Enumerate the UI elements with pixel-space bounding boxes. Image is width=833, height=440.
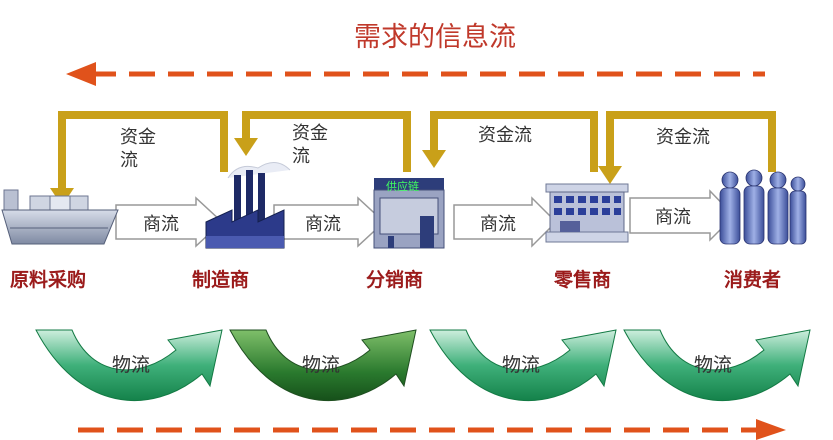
logistics-arrow-3	[429, 329, 617, 402]
commerce-flow-arrows	[115, 189, 736, 248]
logistics-label-2: 物流	[302, 354, 340, 376]
store-icon	[545, 183, 629, 243]
money-flow-label-4: 资金流	[656, 127, 710, 148]
node-label-retailer: 零售商	[553, 268, 611, 291]
logistics-arrow-2	[229, 329, 417, 402]
money-arrow-3	[430, 111, 598, 172]
node-label-manufacturer: 制造商	[192, 268, 249, 291]
commerce-flow-label-2: 商流	[305, 214, 341, 235]
node-labels: 原料采购 制造商 分销商 零售商 消费者	[10, 268, 781, 291]
logistics-arrow-4	[623, 329, 811, 402]
people-icon	[719, 169, 807, 245]
commerce-arrow-2	[273, 196, 386, 248]
commerce-flow-label-3: 商流	[480, 214, 516, 235]
money-flow-label-1b: 流	[120, 150, 138, 171]
commerce-arrow-3	[453, 196, 558, 248]
money-flow-label-2a: 资金	[292, 123, 328, 144]
diagram-title: 需求的信息流	[354, 22, 516, 53]
ship-icon	[1, 189, 119, 245]
money-arrow-2	[242, 111, 411, 172]
money-flow-label-2b: 流	[292, 146, 310, 167]
factory-icon	[205, 162, 291, 249]
node-label-raw-material: 原料采购	[10, 268, 86, 291]
logistics-labels: 物流 物流 物流 物流	[112, 354, 732, 376]
logistics-label-3: 物流	[502, 354, 540, 376]
money-flow-arrows	[58, 111, 776, 190]
node-label-consumer: 消费者	[724, 268, 781, 291]
info-flow-arrow-top	[66, 62, 765, 86]
money-arrow-heads	[50, 138, 622, 206]
node-label-distributor: 分销商	[366, 268, 423, 291]
money-arrow-1	[58, 111, 228, 190]
logistics-label-1: 物流	[112, 354, 150, 376]
logistics-arrow-1	[35, 329, 223, 402]
warehouse-icon	[373, 178, 445, 249]
money-arrow-4	[606, 111, 776, 172]
info-flow-arrow-bottom	[78, 419, 786, 440]
commerce-flow-label-1: 商流	[143, 214, 179, 235]
money-flow-label-3: 资金流	[478, 125, 532, 146]
commerce-flow-label-4: 商流	[655, 207, 691, 228]
logistics-flow-arrows	[35, 329, 811, 402]
money-flow-label-1a: 资金	[120, 127, 156, 148]
logistics-label-4: 物流	[694, 354, 732, 376]
distributor-sign: 供应链	[386, 179, 419, 193]
